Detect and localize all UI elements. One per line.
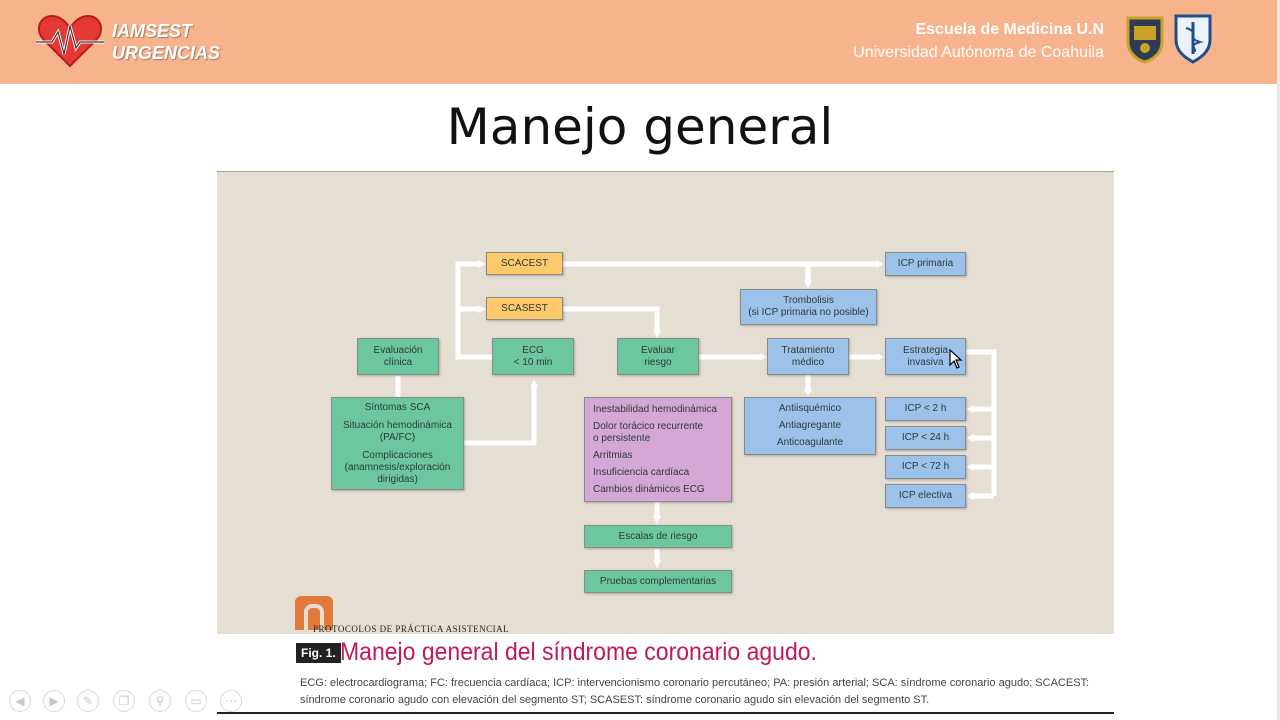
prev-icon[interactable]: ◀	[9, 690, 31, 712]
university-seal-icon	[1126, 16, 1164, 64]
icp-2h-box: ICP < 2 h	[885, 397, 966, 421]
tratamiento-items-box: Antiisquémico Antiagregante Anticoagulan…	[744, 397, 876, 455]
flowchart-arrows	[395, 260, 997, 568]
publisher-logo-icon	[295, 596, 333, 630]
ecg-box: ECG < 10 min	[492, 338, 574, 375]
next-icon[interactable]: ▶	[43, 690, 65, 712]
tratamiento-item: Antiagregante	[778, 420, 842, 431]
trombolisis-box: Trombolisis (si ICP primaria no posible)	[740, 289, 877, 325]
more-icon[interactable]: ⋯	[220, 690, 242, 712]
sintomas-box: Síntomas SCA Situación hemodinámica (PA/…	[331, 397, 464, 490]
brand-line1: IAMSEST	[112, 21, 193, 41]
brand-name: IAMSEST URGENCIAS	[112, 20, 220, 64]
icp-72h-box: ICP < 72 h	[885, 455, 966, 479]
figure-label: Fig. 1.	[296, 643, 341, 663]
copy-icon[interactable]: ❐	[113, 690, 135, 712]
evaluacion-clinica-box: Evaluación clínica	[357, 338, 439, 375]
figure-legend: ECG: electrocardiograma; FC: frecuencia …	[300, 677, 1090, 706]
sintomas-text: Síntomas SCA	[364, 401, 431, 413]
riesgo-item: Insuficiencia cardíaca	[593, 466, 690, 478]
escalas-riesgo-box: Escalas de riesgo	[584, 525, 732, 548]
riesgo-item: Arritmias	[593, 449, 633, 461]
bottom-rule	[217, 712, 1114, 714]
icp-electiva-box: ICP electiva	[885, 484, 966, 508]
riesgo-item: Cambios dinámicos ECG	[593, 483, 705, 495]
evaluar-riesgo-box: Evaluar riesgo	[617, 338, 699, 375]
pen-icon[interactable]: ✎	[77, 690, 99, 712]
subtitles-icon[interactable]: ▭	[185, 690, 207, 712]
riesgo-item: Inestabilidad hemodinámica	[593, 403, 717, 415]
medicine-school-seal-icon	[1174, 14, 1212, 64]
school-line2: Universidad Autónoma de Coahuila	[853, 44, 1104, 61]
criterios-riesgo-box: Inestabilidad hemodinámica Dolor torácic…	[584, 397, 732, 502]
situacion-text: Situación hemodinámica (PA/FC)	[343, 419, 452, 443]
tratamiento-medico-box: Tratamiento médico	[767, 338, 849, 375]
window-edge	[1277, 0, 1280, 720]
tratamiento-item: Antiisquémico	[778, 403, 842, 414]
riesgo-item: Dolor torácico recurrente o persistente	[593, 420, 704, 444]
protocol-label: PROTOCOLOS DE PRÁCTICA ASISTENCIAL	[313, 624, 510, 634]
scasest-box: SCASEST	[486, 297, 563, 320]
icp-24h-box: ICP < 24 h	[885, 426, 966, 450]
icp-primaria-box: ICP primaria	[885, 252, 966, 276]
complicaciones-text: Complicaciones (anamnesis/exploración di…	[344, 449, 451, 485]
header-bar: IAMSEST URGENCIAS Escuela de Medicina U.…	[0, 0, 1280, 84]
pruebas-complementarias-box: Pruebas complementarias	[584, 570, 732, 593]
mouse-cursor-icon	[949, 349, 963, 369]
school-name: Escuela de Medicina U.N Universidad Autó…	[853, 18, 1104, 64]
zoom-icon[interactable]: ⚲	[149, 690, 171, 712]
slide-title: Manejo general	[446, 98, 834, 156]
flowchart-figure: SCACEST SCASEST ICP primaria Trombolisis…	[217, 171, 1114, 634]
tratamiento-item: Anticoagulante	[776, 437, 844, 448]
figure-caption-title: Manejo general del síndrome coronario ag…	[340, 638, 817, 666]
scacest-box: SCACEST	[486, 252, 563, 275]
school-line1: Escuela de Medicina U.N	[915, 21, 1104, 38]
heart-logo-icon	[36, 14, 104, 68]
brand-line2: URGENCIAS	[112, 43, 221, 63]
